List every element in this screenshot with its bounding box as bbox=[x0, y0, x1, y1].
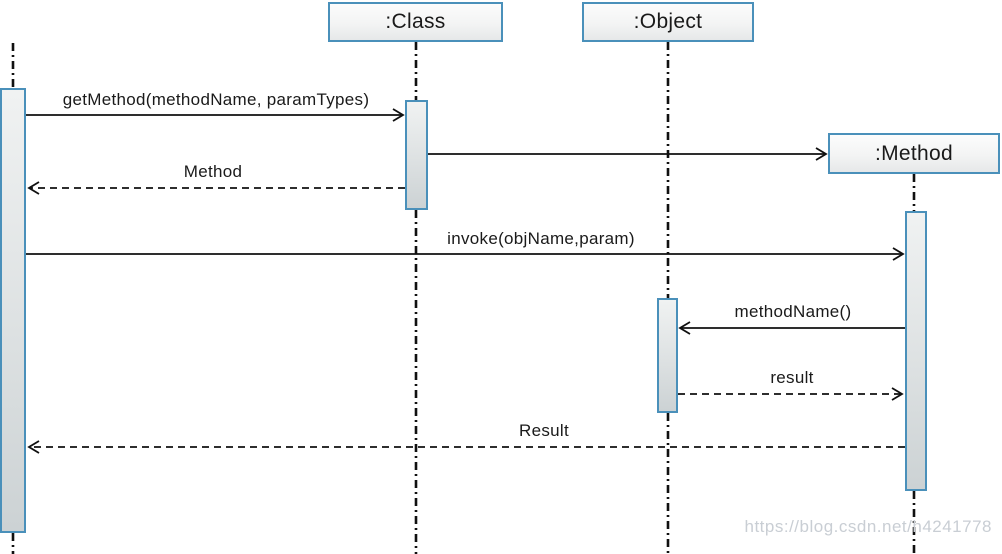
message-return-method-label: Method bbox=[183, 162, 243, 181]
message-result-inner-label: result bbox=[770, 368, 814, 387]
lifeline-label-class: :Class bbox=[385, 10, 446, 33]
message-methodname-label: methodName() bbox=[734, 302, 852, 321]
message-invoke-label: invoke(objName,param) bbox=[447, 229, 635, 248]
message-return-result-label: Result bbox=[519, 421, 569, 440]
message-getmethod-label: getMethod(methodName, paramTypes) bbox=[62, 90, 370, 109]
lifeline-head-object: :Object bbox=[582, 2, 754, 42]
lifeline-head-method: :Method bbox=[828, 133, 1000, 174]
watermark-url: https://blog.csdn.net/h4241778 bbox=[744, 517, 992, 536]
lifeline-head-class: :Class bbox=[328, 2, 503, 42]
lifeline-label-object: :Object bbox=[633, 10, 703, 33]
activation-bar-method bbox=[905, 211, 927, 491]
activation-bar-object bbox=[657, 298, 678, 413]
activation-bar-class bbox=[405, 100, 428, 210]
lifeline-label-method: :Method bbox=[875, 141, 953, 165]
activation-bar-caller bbox=[0, 88, 26, 533]
